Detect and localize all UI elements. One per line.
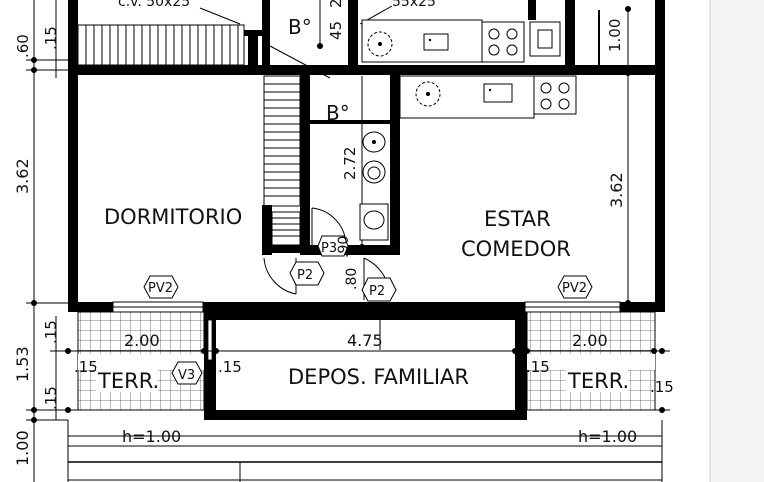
- lower-level: DEPOS. FAMILIAR 2.00 4.75 2.00 .15 .15 .…: [62, 311, 674, 420]
- dim-272: 2.72: [341, 147, 359, 180]
- tag-pv2-left: PV2: [148, 281, 173, 296]
- room-depos: DEPOS. FAMILIAR: [288, 365, 469, 389]
- dim-015-top: .15: [42, 26, 60, 50]
- dim-015-e: .15: [526, 358, 550, 376]
- dim-015-d: .15: [218, 358, 242, 376]
- railing-height-right: h=1.00: [578, 427, 637, 446]
- dim-015-f: .15: [650, 378, 674, 396]
- dim-100-left: 1.00: [13, 430, 32, 466]
- dim-90: .90: [336, 236, 352, 258]
- tag-p2-a: P2: [297, 268, 313, 283]
- dim-80: .80: [344, 268, 360, 290]
- left-dimensions: .60 .15 3.62 1.53 .15 .15 1.00: [13, 0, 70, 482]
- bano-mid-label: B°: [326, 101, 350, 125]
- room-terr-left: TERR.: [97, 369, 159, 393]
- bano-top-label: B°: [288, 15, 312, 39]
- railing-height-left: h=1.00: [122, 427, 181, 446]
- main-floor: B° 2.72 P3 .90 P2 .80 P2: [68, 75, 665, 313]
- top-stair: [77, 24, 245, 66]
- dim-200-left: 2.00: [124, 331, 160, 350]
- dim-015-b: .15: [42, 386, 60, 410]
- dim-362-left: 3.62: [13, 158, 32, 194]
- dim-200-right: 2.00: [572, 331, 608, 350]
- dim-153: 1.53: [13, 346, 32, 382]
- dim-100-top: 1.00: [606, 19, 624, 52]
- room-comedor: COMEDOR: [461, 237, 571, 261]
- tag-v3: V3: [178, 368, 195, 383]
- dim-362-right: 3.62: [607, 172, 626, 208]
- svg-text:2: 2: [327, 0, 345, 8]
- dim-45: 45: [327, 21, 345, 40]
- tag-pv2-right: PV2: [562, 281, 587, 296]
- mesada-label: 55x25: [392, 0, 436, 10]
- room-terr-right: TERR.: [567, 369, 629, 393]
- top-strip: c.v. 50x25 B° 45 2 55x25 1.00: [68, 0, 665, 79]
- dim-475: 4.75: [347, 331, 383, 350]
- dim-060: .60: [14, 34, 32, 58]
- tag-p3: P3: [321, 241, 337, 256]
- page-border: [710, 0, 764, 482]
- room-dormitorio: DORMITORIO: [104, 205, 242, 229]
- bottom-railing: h=1.00 h=1.00: [67, 420, 663, 482]
- dim-015-c: .15: [74, 358, 98, 376]
- tag-p2-b: P2: [369, 284, 385, 299]
- dim-015-a: .15: [42, 320, 60, 344]
- room-estar: ESTAR: [484, 207, 551, 231]
- cv-label: c.v. 50x25: [118, 0, 190, 10]
